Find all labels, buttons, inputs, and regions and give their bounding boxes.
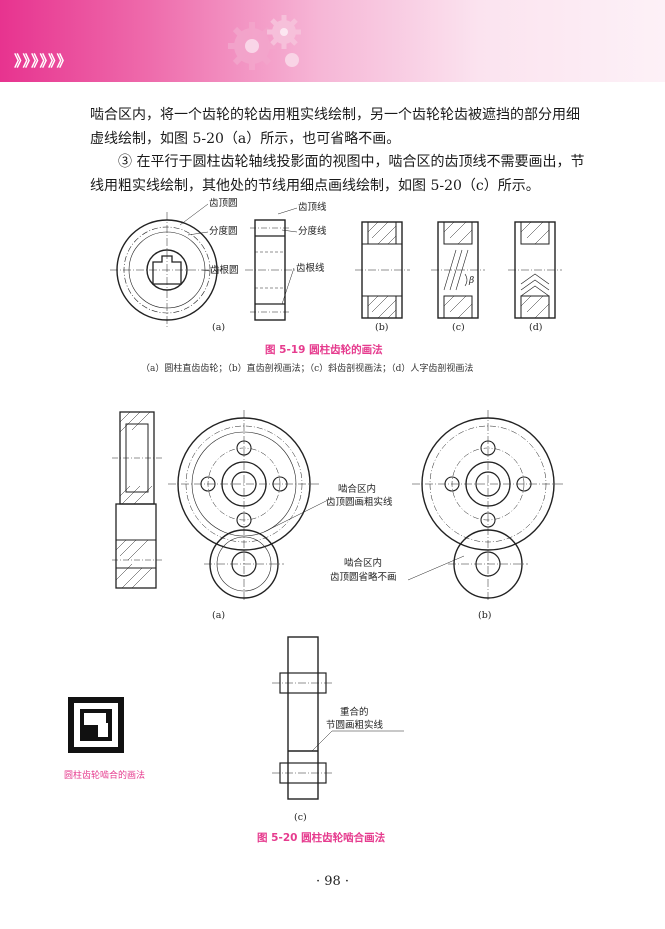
label-addendum-circle: 齿顶圆 [209, 198, 238, 209]
label-root-circle: 齿根圆 [210, 264, 239, 276]
label-addendum-line: 齿顶线 [298, 201, 327, 213]
fig19-caption: 图 5-19 圆柱齿轮的画法 [265, 344, 383, 356]
figure-5-19-drawing: 齿顶圆 分度圆 齿根圆 齿顶线 分度线 齿根线 β [110, 198, 562, 328]
page-number: · 98 · [315, 874, 350, 889]
meshing-side-view [112, 411, 162, 589]
paragraph-2: ③ 在平行于圆柱齿轮轴线投影面的视图中，啮合区的齿顶线不需要画出，节线用粗实线绘… [90, 154, 585, 194]
label-mesh-b-2: 齿顶圆省略不画 [330, 571, 397, 583]
label-mesh-a-1: 啮合区内 [338, 483, 376, 495]
herringbone-gear-section [508, 221, 562, 319]
label-pitch-circle: 分度圆 [209, 225, 238, 237]
gear-side-view [245, 219, 295, 321]
fig20-part-a: (a) [212, 610, 226, 621]
fig19-part-d: (d) [529, 322, 543, 333]
gear-front-view [110, 212, 224, 328]
label-c-2: 节圆画粗实线 [326, 719, 384, 731]
fig19-part-c: (c) [452, 322, 465, 333]
qr-code-icon[interactable] [68, 697, 124, 753]
fig19-subcaption: （a）圆柱直齿齿轮；（b）直齿剖视画法；（c）斜齿剖视画法；（d）人字齿剖视画法 [141, 364, 474, 374]
small-gear-front-a [204, 529, 284, 599]
fig20-part-b: (b) [478, 610, 492, 621]
label-c-1: 重合的 [340, 706, 369, 718]
fig19-part-b: (b) [375, 322, 389, 333]
fig19-part-a: (a) [212, 322, 226, 333]
paragraph-1: 啮合区内，将一个齿轮的轮齿用粗实线绘制，另一个齿轮轮齿被遮挡的部分用细虚线绘制，… [90, 107, 580, 147]
fig20-caption: 图 5-20 圆柱齿轮啮合画法 [257, 832, 386, 844]
large-gear-front-a [168, 410, 320, 600]
large-gear-front-b [412, 410, 564, 600]
label-pitch-line: 分度线 [298, 225, 327, 237]
header-banner [0, 0, 665, 82]
qr-caption: 圆柱齿轮啮合的画法 [64, 771, 146, 781]
label-beta: β [468, 276, 474, 286]
figure-5-20-ab-drawing: 啮合区内 齿顶圆画粗实线 啮合区内 齿顶圆省略不画 [112, 410, 564, 600]
figure-5-20-c-drawing: 重合的 节圆画粗实线 [272, 636, 404, 800]
helical-gear-section [431, 221, 485, 319]
fig20-part-c: (c) [294, 812, 307, 823]
spur-gear-section [355, 221, 410, 319]
gear-decoration-icon [228, 15, 301, 70]
chevron-arrows-icon: 》》》》》》 [14, 52, 73, 70]
label-mesh-a-2: 齿顶圆画粗实线 [326, 496, 393, 508]
label-mesh-b-1: 啮合区内 [344, 557, 382, 569]
small-gear-front-b [448, 529, 528, 599]
label-root-line: 齿根线 [296, 262, 325, 274]
